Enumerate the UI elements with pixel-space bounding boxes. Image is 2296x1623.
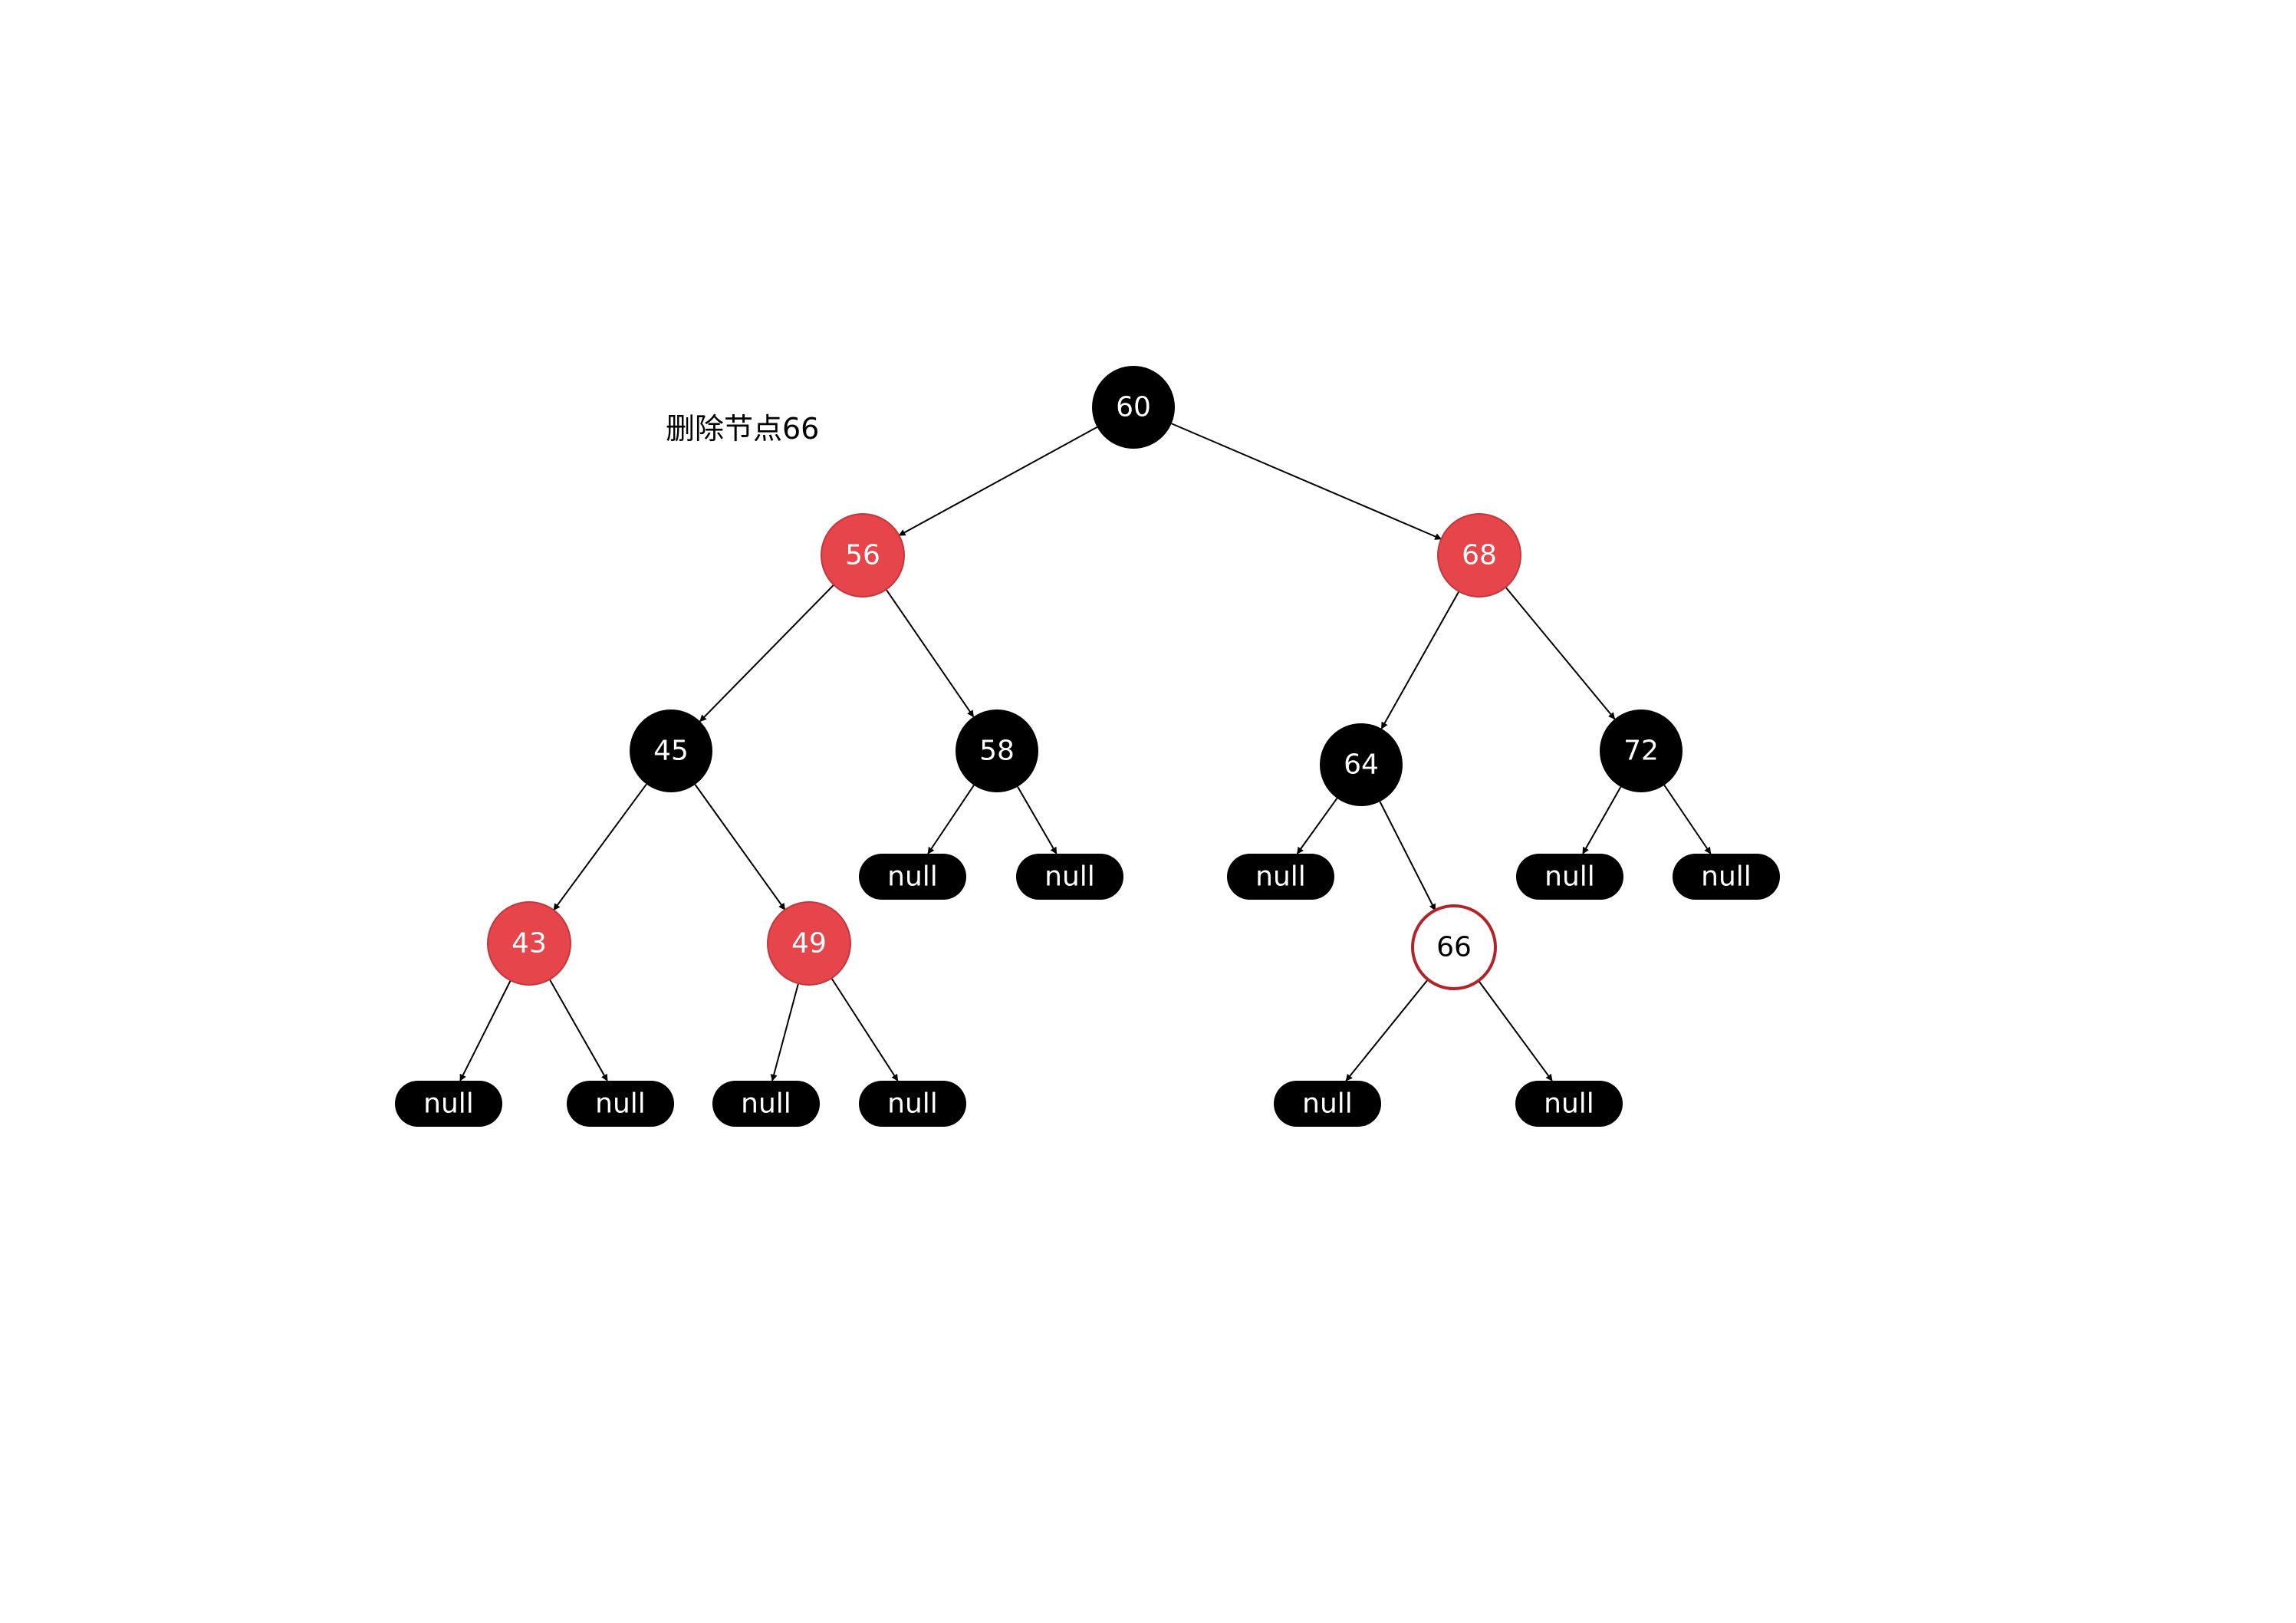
node-circle (1320, 723, 1403, 806)
tree-node-60: 60 (1092, 366, 1175, 449)
node-label: 43 (512, 928, 547, 960)
null-label: null (595, 1088, 646, 1120)
edge-n43-l7 (548, 979, 608, 1081)
node-circle (1411, 904, 1497, 990)
null-label: null (423, 1088, 474, 1120)
null-leaf: null (395, 1081, 502, 1127)
null-leaf: null (1227, 854, 1334, 900)
node-label: 45 (653, 736, 689, 767)
null-leaf: null (1673, 854, 1780, 900)
null-label: null (1302, 1088, 1353, 1120)
node-label: 66 (1436, 932, 1472, 963)
tree-node-66: 66 (1411, 904, 1497, 990)
null-leaf-shape (712, 1081, 820, 1127)
null-label: null (1255, 861, 1306, 893)
edge-n60-n56 (898, 426, 1098, 536)
node-circle (767, 901, 851, 986)
node-label: 60 (1116, 392, 1151, 423)
null-leaf: null (1515, 1081, 1623, 1127)
edge-n72-l4 (1582, 786, 1622, 854)
edge-n49-l9 (831, 977, 899, 1081)
null-leaf: null (1516, 854, 1623, 900)
null-label: null (741, 1088, 791, 1120)
node-circle (630, 709, 712, 792)
node-label: 64 (1344, 749, 1379, 781)
tree-node-45: 45 (630, 709, 712, 792)
null-leaf-shape (1515, 1081, 1623, 1127)
null-label: null (1044, 861, 1095, 893)
node-label: 72 (1623, 736, 1659, 767)
edge-n58-l1 (927, 785, 975, 854)
edge-n56-n45 (699, 584, 834, 723)
null-label: null (887, 861, 938, 893)
null-leaf-shape (859, 854, 966, 900)
node-label: 58 (979, 736, 1015, 767)
tree-node-49: 49 (767, 901, 851, 986)
tree-node-72: 72 (1600, 709, 1683, 792)
node-circle (821, 513, 905, 598)
node-circle (1092, 366, 1175, 449)
null-label: null (1701, 861, 1752, 893)
edge-n72-l5 (1663, 785, 1712, 854)
tree-node-58: 58 (956, 709, 1038, 792)
null-leaf-shape (1673, 854, 1780, 900)
null-leaf-shape (395, 1081, 502, 1127)
node-label: 49 (791, 928, 827, 960)
tree-edges (459, 423, 1712, 1081)
null-leaf: null (567, 1081, 674, 1127)
node-circle (1437, 513, 1521, 598)
null-label: null (1544, 1088, 1594, 1120)
edge-n60-n68 (1171, 423, 1442, 540)
null-leaf: null (859, 1081, 966, 1127)
null-leaf: null (712, 1081, 820, 1127)
node-circle (487, 901, 571, 986)
edge-n45-n43 (553, 783, 647, 911)
edge-n66-l10 (1345, 979, 1429, 1081)
tree-node-43: 43 (487, 901, 571, 986)
null-label: null (887, 1088, 938, 1120)
tree-nodes: 60 56 68 45 58 64 72 43 49 66 null null null null null… (395, 366, 1780, 1127)
null-leaf-shape (859, 1081, 966, 1127)
edge-n49-l8 (770, 983, 799, 1081)
null-leaf-shape (1016, 854, 1123, 900)
null-leaf: null (1016, 854, 1123, 900)
null-label: null (1544, 861, 1595, 893)
null-leaf-shape (1227, 854, 1334, 900)
edge-n45-n49 (694, 784, 786, 910)
null-leaf: null (1274, 1081, 1381, 1127)
null-leaf-shape (1274, 1081, 1381, 1127)
diagram-caption: 删除节点66 (666, 412, 820, 446)
null-leaf: null (859, 854, 966, 900)
edge-n58-l2 (1017, 786, 1058, 854)
node-label: 56 (845, 540, 880, 571)
edge-n68-n72 (1505, 586, 1616, 720)
tree-node-68: 68 (1437, 513, 1521, 598)
tree-node-56: 56 (821, 513, 905, 598)
edge-n64-l3 (1296, 798, 1338, 854)
node-label: 68 (1462, 540, 1497, 571)
null-leaf-shape (1516, 854, 1623, 900)
node-circle (956, 709, 1038, 792)
edge-n43-l6 (459, 979, 512, 1081)
null-leaf-shape (567, 1081, 674, 1127)
edge-n56-n58 (885, 588, 975, 718)
edge-n68-n64 (1380, 591, 1460, 729)
edge-n66-l11 (1478, 979, 1553, 1081)
node-circle (1600, 709, 1683, 792)
edge-n64-n66 (1379, 801, 1436, 911)
tree-node-64: 64 (1320, 723, 1403, 806)
